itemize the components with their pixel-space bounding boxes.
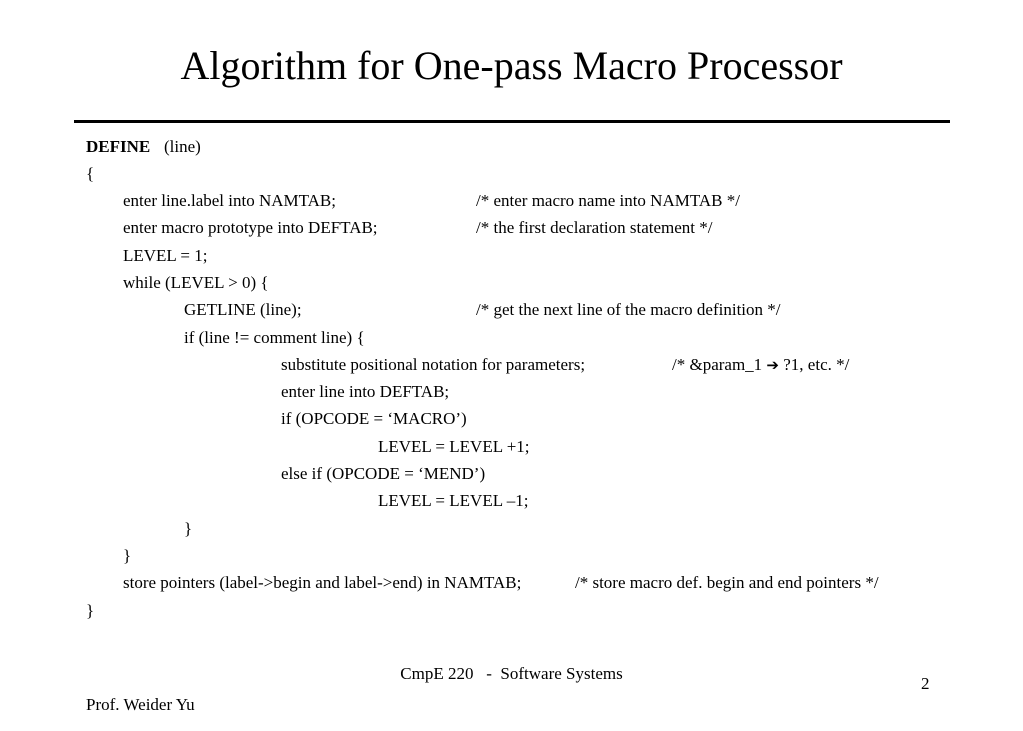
code-text: store pointers (label->begin and label->…: [123, 573, 522, 592]
code-line-level-decrement: LEVEL = LEVEL –1;: [0, 487, 1023, 514]
code-line-enter-deftab: enter line into DEFTAB;: [0, 378, 1023, 405]
code-line-close-define: }: [0, 597, 1023, 624]
title-divider: [74, 120, 950, 123]
comment-param-part: /* &param_1: [672, 355, 763, 374]
code-text: substitute positional notation for param…: [281, 355, 586, 374]
slide-title: Algorithm for One-pass Macro Processor: [180, 43, 843, 88]
close-brace: }: [123, 546, 132, 565]
code-line-enter-prototype: enter macro prototype into DEFTAB; /* th…: [0, 214, 1023, 241]
open-brace: {: [86, 164, 95, 183]
page-number: 2: [921, 674, 930, 693]
code-text: else if (OPCODE = ‘MEND’): [281, 464, 486, 483]
code-line-close-if: }: [0, 515, 1023, 542]
code-text: LEVEL = LEVEL +1;: [378, 437, 530, 456]
code-line-level-increment: LEVEL = LEVEL +1;: [0, 433, 1023, 460]
code-line-if-comment: if (line != comment line) {: [0, 324, 1023, 351]
code-text: enter line into DEFTAB;: [281, 382, 450, 401]
code-line-close-while: }: [0, 542, 1023, 569]
code-text: LEVEL = LEVEL –1;: [378, 491, 529, 510]
code-line-getline: GETLINE (line); /* get the next line of …: [0, 296, 1023, 323]
code-text: while (LEVEL > 0) {: [123, 273, 269, 292]
close-brace: }: [86, 601, 95, 620]
code-text: LEVEL = 1;: [123, 246, 208, 265]
code-text: if (line != comment line) {: [184, 328, 365, 347]
right-arrow-icon: ➔: [766, 356, 779, 374]
code-text: enter line.label into NAMTAB;: [123, 191, 336, 210]
code-comment: /* the first declaration statement */: [476, 218, 713, 237]
code-comment: /* enter macro name into NAMTAB */: [476, 191, 740, 210]
course-footer: CmpE 220 - Software Systems: [400, 664, 623, 683]
code-line-substitute: substitute positional notation for param…: [0, 351, 1023, 378]
code-line-else-if-mend: else if (OPCODE = ‘MEND’): [0, 460, 1023, 487]
code-line-if-macro: if (OPCODE = ‘MACRO’): [0, 405, 1023, 432]
code-line-enter-label: enter line.label into NAMTAB; /* enter m…: [0, 187, 1023, 214]
code-text: GETLINE (line);: [184, 300, 302, 319]
code-text: if (OPCODE = ‘MACRO’): [281, 409, 467, 428]
code-line-store-pointers: store pointers (label->begin and label->…: [0, 569, 1023, 596]
code-text: enter macro prototype into DEFTAB;: [123, 218, 378, 237]
close-brace: }: [184, 519, 193, 538]
code-line-define: DEFINE (line): [0, 133, 1023, 160]
author-name: Prof. Weider Yu: [86, 695, 195, 714]
code-line-open-brace: {: [0, 160, 1023, 187]
code-comment: /* store macro def. begin and end pointe…: [575, 573, 879, 592]
code-line-while: while (LEVEL > 0) {: [0, 269, 1023, 296]
define-args: (line): [164, 137, 201, 156]
code-line-level-init: LEVEL = 1;: [0, 242, 1023, 269]
define-keyword: DEFINE: [86, 137, 151, 156]
comment-result-part: ?1, etc. */: [783, 355, 850, 374]
code-comment: /* &param_1 ➔ ?1, etc. */: [672, 351, 849, 379]
code-comment: /* get the next line of the macro defini…: [476, 300, 781, 319]
